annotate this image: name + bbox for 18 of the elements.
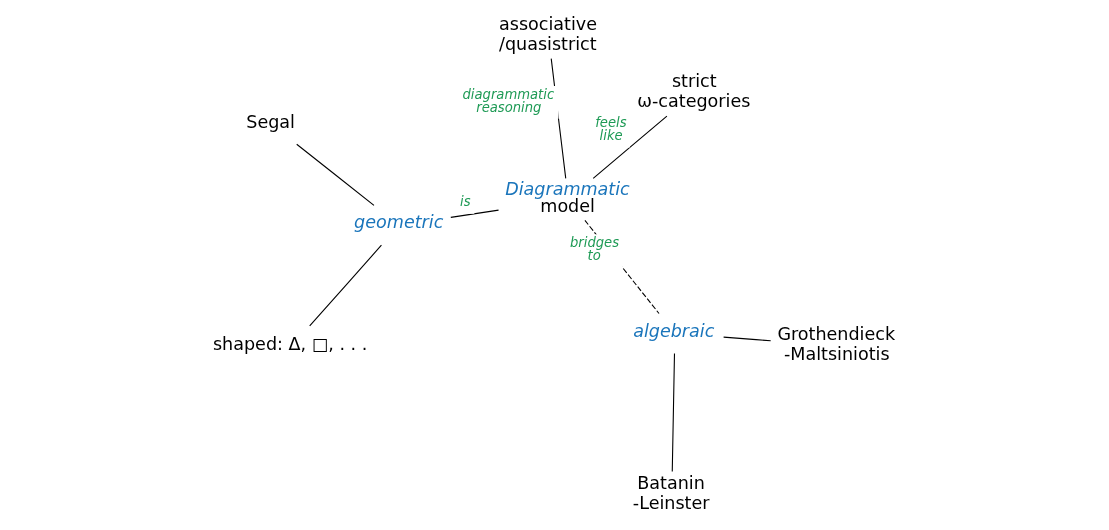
node-text: algebraic — [632, 320, 714, 341]
connector — [308, 244, 382, 327]
connector — [449, 209, 499, 218]
node-text: Diagrammatic model — [504, 178, 630, 217]
node-text: Batanin -Leinster — [632, 472, 709, 513]
edge-label: bridges to — [569, 234, 619, 264]
connector — [671, 352, 675, 473]
node-text: associative /quasistrict — [498, 13, 597, 54]
connector — [722, 336, 771, 342]
edge-label: diagrammatic reasoning — [462, 86, 554, 115]
node-text: strict ω-categories — [636, 71, 750, 111]
node-text: geometric — [353, 212, 443, 233]
node-text: shaped: Δ, □, . . . — [212, 333, 367, 354]
node-text: Grothendieck -Maltsiniotis — [776, 324, 895, 364]
node-text: Segal — [245, 112, 295, 133]
connector — [295, 143, 375, 206]
edge-label: is — [459, 194, 471, 210]
edge-label: feels like — [594, 115, 627, 144]
